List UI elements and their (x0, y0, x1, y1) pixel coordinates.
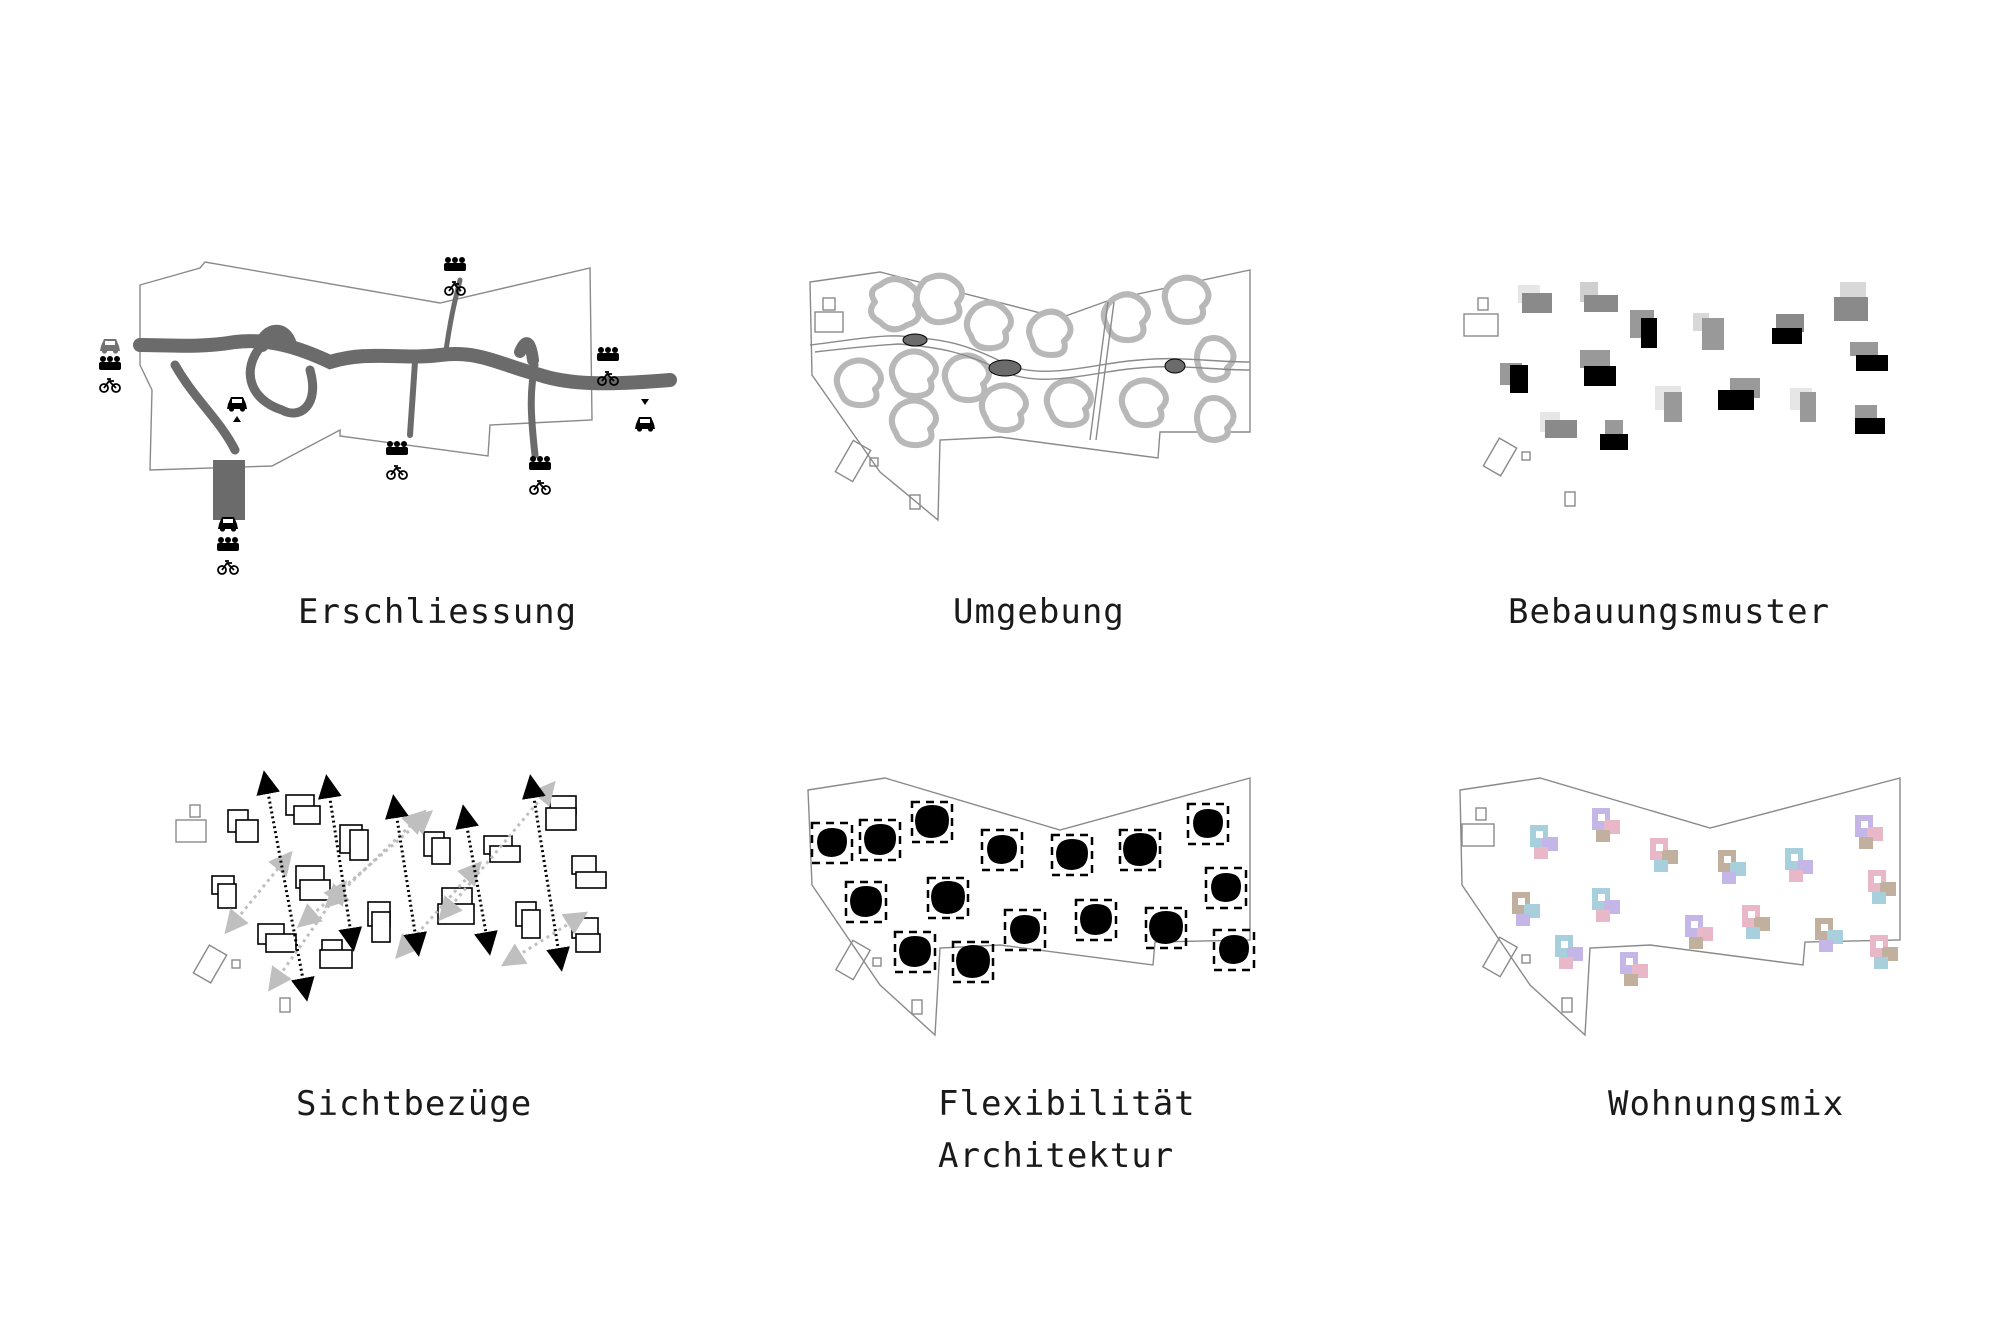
car-icon (100, 339, 120, 354)
flexible-unit (858, 818, 902, 862)
apartment-cluster (1592, 888, 1620, 922)
flexible-unit (1074, 898, 1118, 942)
apartment-cluster (1512, 892, 1540, 926)
car-icon (635, 417, 655, 432)
umgebung-diagram (809, 269, 1251, 522)
flexible-unit (910, 800, 954, 844)
apartment-cluster (1718, 850, 1746, 884)
pedestrians-icon (217, 537, 239, 551)
pedestrians-icon (529, 456, 551, 470)
ponds (902, 333, 1186, 377)
pedestrians-icon (597, 347, 619, 361)
apartment-cluster (1785, 848, 1813, 882)
apartment-cluster (1685, 915, 1713, 949)
flexible-unit (1186, 802, 1230, 846)
bicycle-icon (99, 378, 121, 393)
erschliessung-diagram (99, 257, 677, 575)
flexible-unit (951, 940, 995, 984)
flexible-unit (980, 828, 1024, 872)
existing-buildings (1461, 807, 1573, 1013)
apartment-cluster (1620, 952, 1648, 986)
flexible-unit (893, 930, 937, 974)
existing-buildings (1463, 297, 1576, 507)
bicycle-icon (386, 465, 408, 480)
landscape-blobs (833, 272, 1237, 449)
bicycle-icon (529, 480, 551, 495)
view-arrows-grey (224, 780, 589, 992)
caption-wohnungsmix: Wohnungsmix (1608, 1084, 1845, 1124)
flexible-unit (1144, 906, 1188, 950)
bebauungsmuster-diagram (1463, 282, 1888, 507)
site-boundary (139, 261, 593, 471)
building-pattern (1500, 282, 1888, 450)
apartment-mix (1512, 808, 1898, 986)
flexible-unit (926, 876, 970, 920)
flexible-unit (1204, 866, 1248, 910)
apartment-cluster (1555, 935, 1583, 969)
apartment-cluster (1870, 935, 1898, 969)
apartment-cluster (1742, 905, 1770, 939)
apartment-cluster (1650, 838, 1678, 872)
existing-buildings (814, 297, 921, 510)
road-network (133, 277, 677, 459)
caption-sichtbezuege: Sichtbezüge (296, 1084, 533, 1124)
pedestrians-icon (386, 441, 408, 455)
flexible-unit (1003, 908, 1047, 952)
apartment-cluster (1530, 825, 1558, 859)
bicycle-icon (217, 560, 239, 575)
flexible-unit (1118, 828, 1162, 872)
existing-buildings (834, 939, 923, 1015)
caption-architektur: Architektur (938, 1136, 1175, 1176)
existing-buildings (175, 804, 291, 1013)
wohnungsmix-diagram (1459, 777, 1901, 1037)
flexible-unit (810, 821, 854, 865)
flexibilitaet-diagram (807, 777, 1256, 1037)
flexible-unit (1050, 833, 1094, 877)
pedestrians-icon (444, 257, 466, 271)
apartment-cluster (1592, 808, 1620, 842)
flexible-units (810, 800, 1256, 984)
caption-flexibilitaet: Flexibilität (938, 1084, 1196, 1124)
pedestrians-icon (99, 356, 121, 370)
arrow-icon (641, 399, 649, 405)
apartment-cluster (1855, 815, 1883, 849)
sichtbezuege-diagram (175, 770, 607, 1013)
site-boundary (1459, 777, 1901, 1037)
view-arrows-black (256, 770, 570, 1002)
caption-bebauungsmuster: Bebauungsmuster (1508, 592, 1831, 632)
parking-block (213, 460, 245, 520)
apartment-cluster (1815, 918, 1843, 952)
flexible-unit (1212, 928, 1256, 972)
flexible-unit (844, 880, 888, 924)
caption-erschliessung: Erschliessung (298, 592, 578, 632)
caption-umgebung: Umgebung (953, 592, 1125, 632)
arrow-icon (233, 416, 241, 422)
apartment-cluster (1868, 870, 1896, 904)
